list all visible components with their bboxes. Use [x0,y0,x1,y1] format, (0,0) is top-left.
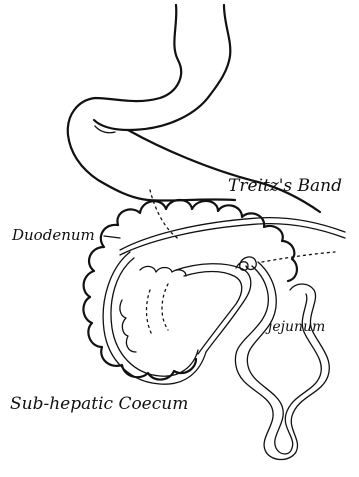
duodenum-leader [104,236,120,238]
treitz-band-label: Treitz's Band [228,176,342,196]
duodenum-loop [146,257,256,354]
jejunum-label: jejunum [265,319,325,335]
duodenum-label: Duodenum [11,226,95,244]
subhepatic-caecum-label: Sub-hepatic Coecum [10,394,188,414]
colon [83,200,297,384]
